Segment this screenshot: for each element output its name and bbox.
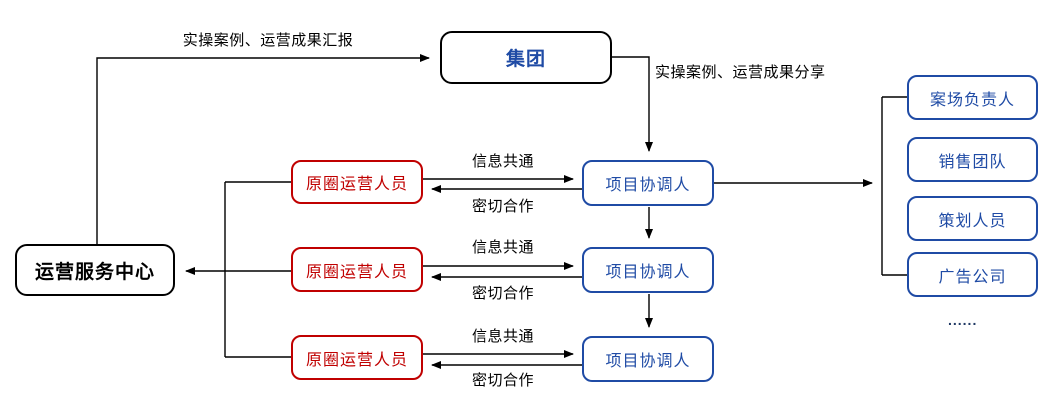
edge-label-close-cooperation-3: 密切合作 — [471, 372, 534, 389]
edge-label-info-sharing-3: 信息共通 — [471, 328, 534, 345]
node-origin-operator-2: 原圈运营人员 — [291, 247, 423, 292]
node-planning-staff: 策划人员 — [907, 196, 1038, 241]
node-coordinator-1: 项目协调人 — [582, 160, 714, 206]
edge-opscenter-to-group — [96, 54, 430, 244]
edge-label-report-to-group: 实操案例、运营成果汇报 — [182, 32, 354, 49]
edge-label-info-sharing-2: 信息共通 — [471, 239, 534, 256]
more-roles-ellipsis: ...... — [948, 312, 978, 328]
node-ad-company: 广告公司 — [907, 252, 1038, 297]
edge-label-info-sharing-1: 信息共通 — [471, 153, 534, 170]
node-ops-center: 运营服务中心 — [15, 244, 175, 296]
node-sales-team: 销售团队 — [907, 137, 1038, 182]
node-origin-operator-1: 原圈运营人员 — [291, 160, 423, 204]
node-group: 集团 — [440, 31, 612, 84]
edge-label-close-cooperation-2: 密切合作 — [471, 285, 534, 302]
node-site-lead: 案场负责人 — [907, 75, 1038, 120]
edge-label-close-cooperation-1: 密切合作 — [471, 198, 534, 215]
node-origin-operator-3: 原圈运营人员 — [291, 335, 423, 380]
node-coordinator-2: 项目协调人 — [582, 247, 714, 293]
edge-label-share-from-group: 实操案例、运营成果分享 — [655, 64, 826, 81]
node-coordinator-3: 项目协调人 — [582, 336, 714, 382]
edge-group-to-coordinator-1 — [612, 56, 653, 152]
